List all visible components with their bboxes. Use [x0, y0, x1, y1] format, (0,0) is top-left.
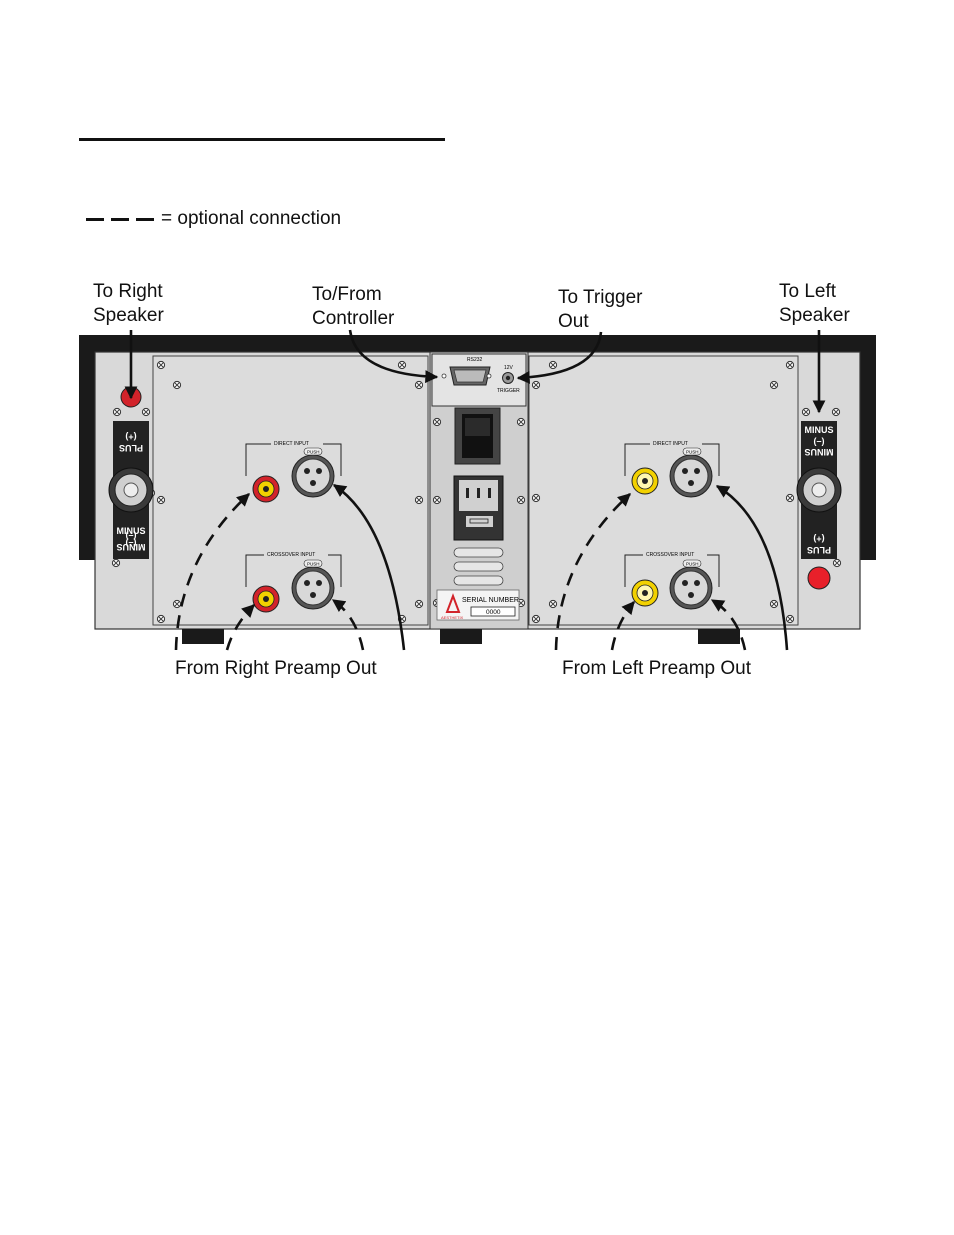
- binding-post-icon[interactable]: [108, 467, 154, 513]
- push-label: PUSH: [307, 450, 320, 455]
- db9-connector-icon[interactable]: [441, 366, 492, 386]
- power-inlet-icon[interactable]: [453, 475, 504, 541]
- legend: = optional connection: [86, 208, 341, 230]
- foot: [182, 629, 224, 644]
- label-bg: [271, 439, 323, 446]
- plus-label: PLUS: [119, 443, 143, 453]
- arrow-icon: [124, 329, 826, 651]
- plus-sign-label: (+): [813, 534, 824, 544]
- dashed-line-icon: [111, 217, 129, 221]
- minus-sign-label: (–): [814, 436, 825, 446]
- dashed-arrow-left-crossover-xlr: [710, 598, 747, 651]
- rca-connector-icon[interactable]: [252, 475, 280, 503]
- label-bg: [264, 550, 328, 557]
- arrow-left-direct-xlr: [715, 484, 789, 651]
- xlr-connector-icon[interactable]: [291, 454, 335, 498]
- minus-sign-label: (–): [125, 531, 136, 541]
- dashed-arrow-right-crossover-xlr: [331, 598, 365, 651]
- dashed-line-icon: [86, 217, 104, 221]
- xlr-connector-icon[interactable]: [669, 566, 713, 610]
- header-rule: [79, 138, 445, 141]
- direct-input-label-left: DIRECT INPUT: [653, 441, 688, 447]
- minus-label: MINUS: [805, 447, 834, 457]
- rs232-label: RS232: [467, 357, 483, 363]
- xlr-connector-icon[interactable]: [291, 566, 335, 610]
- serial-field: [470, 606, 516, 617]
- brand-text: AESTHETIX: [441, 615, 464, 620]
- push-label: PUSH: [686, 450, 699, 455]
- label-to-left-speaker: To Left Speaker: [779, 281, 850, 326]
- right-channel-panel: [152, 355, 429, 626]
- rca-connector-icon[interactable]: [631, 467, 659, 495]
- arrow-to-from-controller: [348, 329, 439, 384]
- dashed-arrow-left-crossover-rca: [610, 601, 635, 651]
- minus-label: MINUS: [117, 542, 146, 552]
- push-label: PUSH: [307, 562, 320, 567]
- label-to-trigger-out: To Trigger Out: [558, 287, 643, 332]
- dashed-arrow-right-direct-rca: [174, 493, 250, 651]
- crossover-input-label-left: CROSSOVER INPUT: [646, 552, 694, 558]
- trigger-jack-icon[interactable]: [502, 372, 514, 384]
- direct-input-label-right: DIRECT INPUT: [274, 441, 309, 447]
- serial-number-label: SERIAL NUMBER: [462, 597, 519, 604]
- push-tab: [682, 447, 702, 456]
- push-tab: [303, 559, 323, 568]
- push-tab: [682, 559, 702, 568]
- push-label: PUSH: [686, 562, 699, 567]
- foot: [698, 629, 740, 644]
- dashed-arrow-right-crossover-rca: [225, 604, 255, 651]
- crossover-input-label-right: CROSSOVER INPUT: [267, 552, 315, 558]
- push-tab: [303, 447, 323, 456]
- vent-slot: [453, 547, 504, 558]
- trigger-label: TRIGGER: [497, 388, 520, 394]
- label-to-from-controller: To/From Controller: [312, 284, 395, 329]
- label-from-left-preamp-out: From Left Preamp Out: [562, 658, 752, 679]
- left-channel-panel: [528, 355, 799, 626]
- arrow-to-trigger-out: [516, 331, 603, 384]
- dashed-arrow-left-direct-rca: [554, 493, 631, 651]
- plus-sign-label: (+): [125, 432, 136, 442]
- dashed-line-icon: [136, 217, 154, 221]
- rocker-switch-icon[interactable]: [454, 407, 501, 465]
- vent-slot: [453, 561, 504, 572]
- minus-label: MINUS: [805, 425, 834, 435]
- foot: [440, 629, 482, 644]
- brand-logo: [445, 593, 461, 613]
- red-terminal-icon[interactable]: [807, 566, 831, 590]
- rca-connector-icon[interactable]: [252, 585, 280, 613]
- plus-label: PLUS: [807, 545, 831, 555]
- binding-post-icon[interactable]: [796, 467, 842, 513]
- legend-text: = optional connection: [161, 208, 342, 229]
- minus-sign-label: (–): [126, 537, 137, 547]
- rca-connector-icon[interactable]: [631, 579, 659, 607]
- arrow-right-direct-xlr: [332, 483, 406, 651]
- vent-slot: [453, 575, 504, 586]
- xlr-connector-icon[interactable]: [669, 454, 713, 498]
- serial-value: 0000: [486, 609, 501, 616]
- label-from-right-preamp-out: From Right Preamp Out: [175, 658, 377, 679]
- label-to-right-speaker: To Right Speaker: [93, 281, 164, 326]
- label-bg: [650, 439, 702, 446]
- minus-label: MINUS: [117, 526, 146, 536]
- label-bg: [643, 550, 707, 557]
- v12-label: 12V: [504, 365, 514, 371]
